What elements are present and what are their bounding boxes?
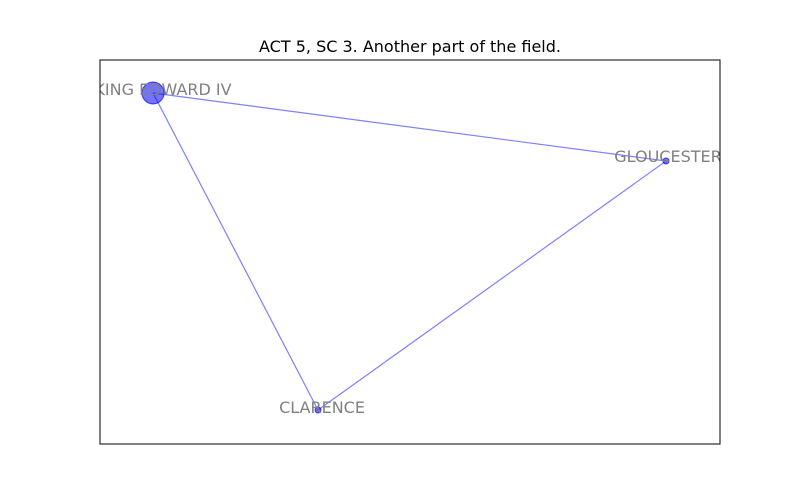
node-label-clarence: CLARENCE bbox=[279, 398, 365, 417]
node-king-edward-iv bbox=[141, 81, 165, 105]
node-label-gloucester: GLOUCESTER bbox=[614, 147, 721, 166]
plot-area: KING EDWARD IV GLOUCESTER CLARENCE bbox=[94, 80, 721, 417]
edge-gloucester-clarence bbox=[317, 160, 667, 411]
labels-layer: KING EDWARD IV GLOUCESTER CLARENCE bbox=[94, 80, 721, 417]
node-clarence bbox=[314, 406, 322, 414]
plot-frame bbox=[99, 59, 721, 445]
node-label-king-edward-iv: KING EDWARD IV bbox=[94, 80, 231, 99]
nodes-layer bbox=[141, 81, 670, 414]
figure-title: ACT 5, SC 3. Another part of the field. bbox=[259, 37, 561, 56]
edge-king-edward-iv-clarence bbox=[152, 92, 319, 411]
node-gloucester bbox=[662, 157, 670, 165]
edge-king-edward-iv-gloucester bbox=[152, 92, 667, 162]
edges-layer bbox=[152, 92, 667, 411]
